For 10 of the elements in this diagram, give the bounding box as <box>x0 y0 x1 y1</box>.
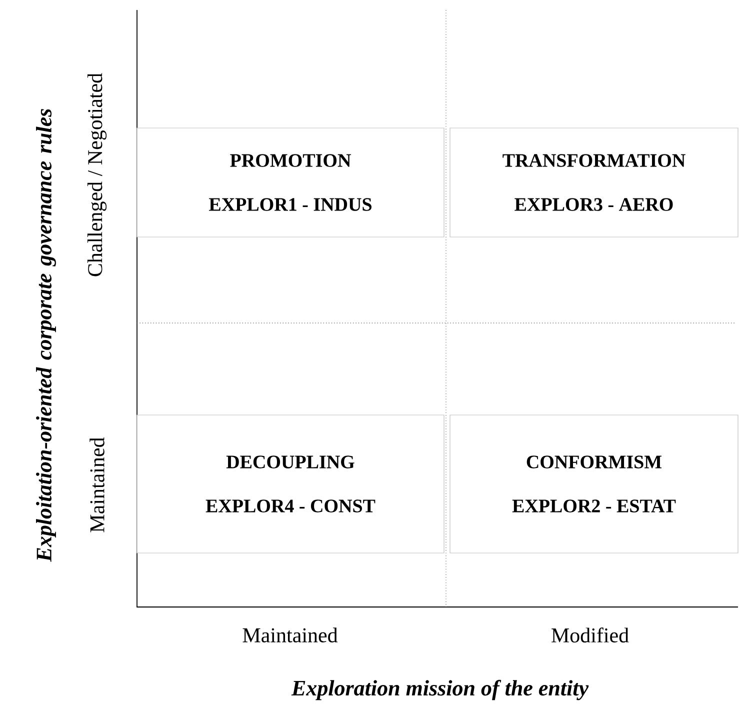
quadrant-box: TRANSFORMATION EXPLOR3 - AERO <box>450 128 738 238</box>
axis-tick-label: Challenged / Negotiated <box>87 73 107 276</box>
axis-tick-label: Maintained <box>242 628 338 642</box>
axis-tick-label: Maintained <box>90 437 104 532</box>
axis-tick-label: Modified <box>552 628 629 642</box>
quadrant-box: CONFORMISM EXPLOR2 - ESTAT <box>450 414 738 554</box>
axis-title: Exploration mission of the entity <box>291 680 589 700</box>
axis-title: Exploitation-oriented corporate governance rules <box>36 108 56 562</box>
quadrant-box: DECOUPLING EXPLOR4 - CONST <box>136 414 444 554</box>
quadrant-box: PROMOTION EXPLOR1 - INDUS <box>136 128 444 238</box>
